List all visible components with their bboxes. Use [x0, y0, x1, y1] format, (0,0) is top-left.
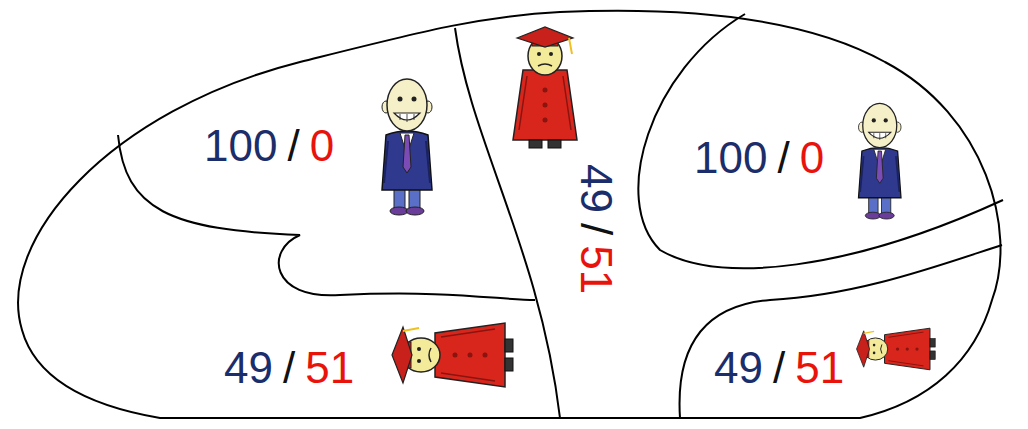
boss-figure: [382, 79, 432, 215]
vote-count: 51: [305, 344, 354, 392]
graduate-figure: [513, 27, 577, 148]
separator: /: [283, 344, 295, 392]
graduate-figure: [392, 323, 513, 387]
vote-count: 100: [204, 122, 277, 170]
vote-count: 51: [795, 344, 844, 392]
vote-count: 49: [572, 164, 620, 213]
vote-count: 49: [224, 344, 273, 392]
district-border: [638, 14, 1003, 268]
state-outline: [18, 11, 1000, 418]
district-border: [680, 245, 1002, 418]
vote-share: 100/0: [694, 134, 824, 182]
vote-share: 49/51: [224, 344, 354, 392]
boss-figure: [859, 103, 902, 219]
district-region: 100/0: [690, 130, 828, 186]
vote-count: 49: [714, 344, 763, 392]
vote-count: 51: [572, 245, 620, 294]
graduate-figure: [857, 328, 936, 370]
separator: /: [777, 134, 789, 182]
district-region: 49 / 51: [568, 160, 624, 298]
vote-share: 49/51: [714, 344, 844, 392]
separator: /: [773, 344, 785, 392]
separator: /: [287, 122, 299, 170]
vote-share: 100/0: [204, 122, 334, 170]
district-region: 49/51: [710, 340, 848, 396]
district-region: 49/51: [220, 340, 358, 396]
district-region: 100/0: [200, 118, 338, 174]
vote-count: 0: [800, 134, 824, 182]
separator: /: [572, 223, 620, 235]
vote-share: 49 / 51: [572, 164, 620, 294]
vote-count: 100: [694, 134, 767, 182]
vote-count: 0: [310, 122, 334, 170]
